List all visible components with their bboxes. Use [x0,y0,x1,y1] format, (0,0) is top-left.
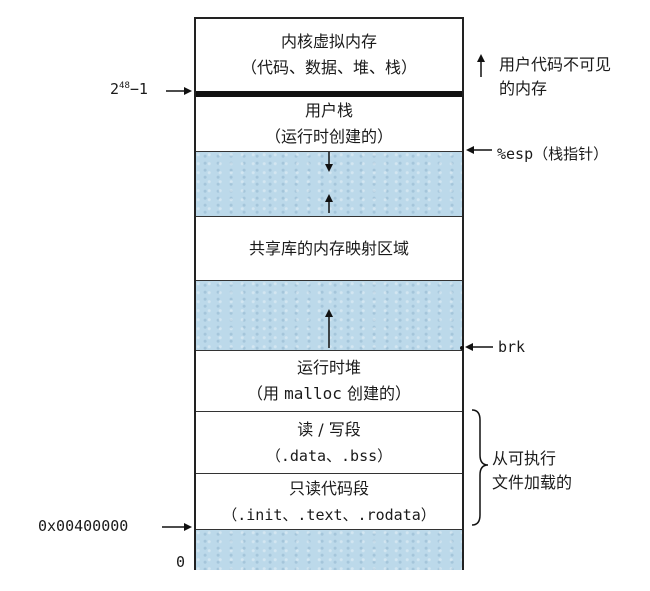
heap-subtitle-post: 创建的） [341,384,411,403]
addr-exponent: 48 [119,81,130,91]
esp-text: （栈指针） [533,145,609,163]
heap-subtitle-pre: （用 [247,384,285,403]
label-esp: %esp（栈指针） [497,143,608,164]
user-stack-subtitle: （运行时创建的） [264,127,393,146]
label-text-start-address: 0x00400000 [38,517,129,535]
ro-subtitle: （.init、.text、.rodata） [222,505,436,524]
addr-base: 2 [110,80,120,98]
note-loaded-from-executable: 从可执行 文件加载的 [492,447,572,495]
segment-read-only-code: 只读代码段 （.init、.text、.rodata） [196,473,462,529]
user-stack-title: 用户栈 [304,101,353,120]
brace-loaded-segments [471,409,489,526]
label-zero-address: 0 [176,553,186,571]
segment-kernel-virtual-memory: 内核虚拟内存 （代码、数据、堆、栈） [196,19,462,91]
segment-runtime-heap: 运行时堆 （用 malloc 创建的） [196,350,462,411]
label-top-user-address: 248−1 [110,80,148,98]
note-invisible-memory: 用户代码不可见 的内存 [499,53,611,101]
segment-shared-libraries: 共享库的内存映射区域 [196,216,462,280]
note-invisible-line2: 的内存 [499,79,548,98]
addr-rest: −1 [129,80,148,98]
shared-libs-title: 共享库的内存映射区域 [248,238,409,258]
unallocated-region-bottom [196,529,462,570]
heap-subtitle: （用 malloc 创建的） [247,381,411,407]
heap-title: 运行时堆 [296,358,361,377]
kernel-subtitle: （代码、数据、堆、栈） [240,58,417,77]
rw-subtitle: （.data、.bss） [265,446,393,465]
label-brk: brk [498,338,526,356]
segment-read-write: 读 / 写段 （.data、.bss） [196,411,462,473]
malloc-code: malloc [284,384,342,403]
rw-title: 读 / 写段 [297,419,361,439]
ro-title: 只读代码段 [288,478,369,498]
note-loaded-line2: 文件加载的 [492,473,573,492]
segment-user-stack: 用户栈 （运行时创建的） [196,97,462,151]
esp-code: %esp [497,145,534,163]
kernel-title: 内核虚拟内存 [280,32,377,51]
user-kernel-boundary-line [196,91,462,97]
brk-dot [460,346,464,350]
note-invisible-line1: 用户代码不可见 [499,55,612,74]
note-loaded-line1: 从可执行 [492,449,557,468]
